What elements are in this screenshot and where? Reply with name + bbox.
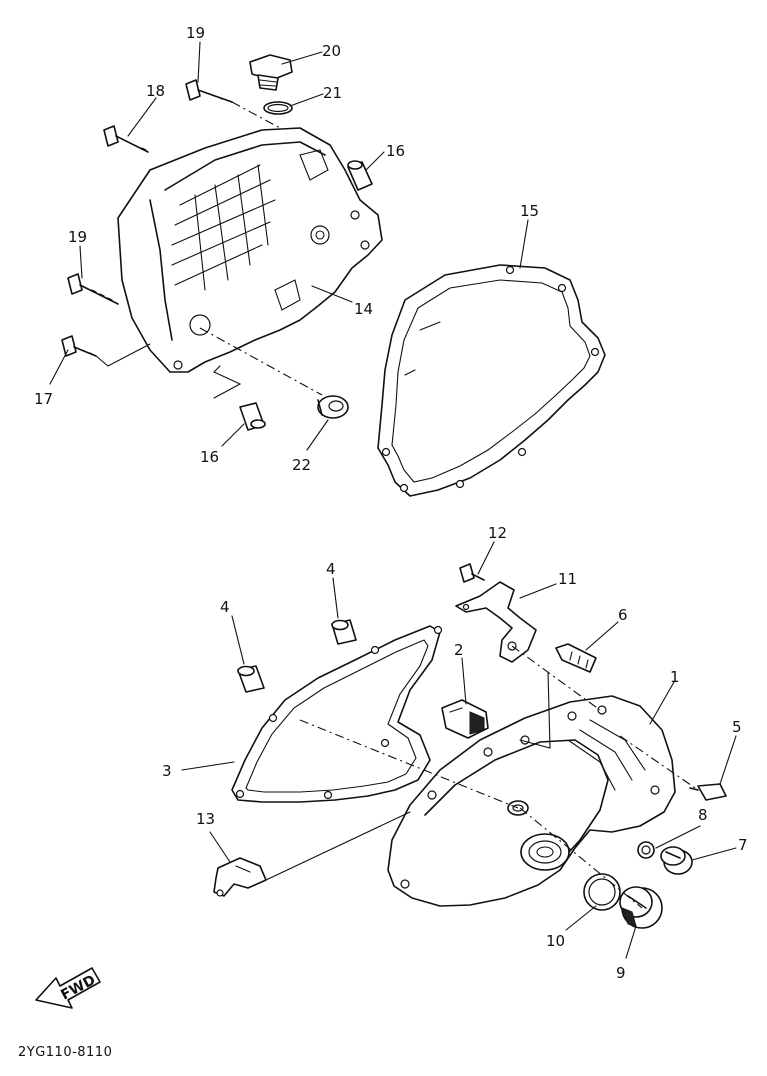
callout-2: 2	[454, 641, 464, 659]
callout-18: 18	[146, 82, 165, 100]
centerline-lower-a	[299, 719, 519, 809]
oil-seal-part-22	[317, 395, 349, 419]
gasket-part-15	[377, 264, 606, 497]
o-ring-part-21	[263, 101, 293, 115]
callout-10: 10	[546, 932, 565, 950]
generator-cover-part-1	[387, 695, 676, 907]
callout-13: 13	[196, 810, 215, 828]
callout-4-left: 4	[220, 598, 230, 616]
callout-20: 20	[322, 42, 341, 60]
callout-6: 6	[618, 606, 628, 624]
callout-7: 7	[738, 836, 748, 854]
callout-8: 8	[698, 806, 708, 824]
fwd-label: FWD	[58, 972, 98, 1003]
callout-21: 21	[323, 84, 342, 102]
dowel-pin-part-16-lower	[239, 402, 266, 431]
plug-part-7	[660, 846, 693, 875]
callout-19-top: 19	[186, 24, 205, 42]
callout-5: 5	[732, 718, 742, 736]
centerline-lower-c	[511, 645, 601, 711]
centerline-lower-f	[519, 671, 551, 749]
filler-plug-part-20	[249, 54, 293, 91]
centerline-upper-b	[231, 101, 281, 129]
diagram-code: 2YG110-8110	[18, 1045, 112, 1060]
callout-3: 3	[162, 762, 172, 780]
gasket-part-3	[231, 625, 443, 803]
bolt-part-6	[555, 643, 597, 673]
bolt-part-12	[459, 563, 485, 583]
callout-12: 12	[488, 524, 507, 542]
leader-lines	[49, 41, 737, 959]
dowel-pin-part-16-upper	[347, 160, 373, 191]
fwd-arrow-icon	[35, 967, 101, 1009]
callout-22: 22	[292, 456, 311, 474]
o-ring-part-8	[637, 841, 655, 859]
bolt-part-19-lower	[67, 273, 119, 305]
callout-11: 11	[558, 570, 577, 588]
callout-4-right: 4	[326, 560, 336, 578]
callout-1: 1	[670, 668, 680, 686]
callout-16-bottom: 16	[200, 448, 219, 466]
callout-16-top: 16	[386, 142, 405, 160]
bolt-part-19-upper	[185, 79, 233, 103]
bolt-part-18	[103, 125, 149, 153]
callout-19-mid: 19	[68, 228, 87, 246]
callout-15: 15	[520, 202, 539, 220]
dowel-pin-part-4-left	[237, 665, 265, 693]
bracket-part-11	[455, 581, 537, 663]
centerline-upper-a	[199, 327, 323, 396]
centerline-lower-e	[265, 811, 411, 881]
callout-9: 9	[616, 964, 626, 982]
bolt-part-5	[689, 783, 727, 801]
bolt-part-17	[61, 335, 97, 357]
o-ring-part-10	[583, 873, 621, 911]
callout-14: 14	[354, 300, 373, 318]
clamp-part-13	[213, 857, 267, 897]
sensor-part-2	[441, 699, 489, 739]
callout-labels: 20 19 21 18 16 15 19 14 17 16 22 12 11 4…	[34, 24, 748, 982]
centerline-lower-b	[519, 807, 643, 909]
callout-17: 17	[34, 390, 53, 408]
centerline-lower-d	[619, 735, 699, 791]
fwd-arrow: FWD	[35, 967, 101, 1009]
dowel-pin-part-4-right	[331, 619, 357, 645]
clutch-cover-part-14	[117, 127, 383, 373]
